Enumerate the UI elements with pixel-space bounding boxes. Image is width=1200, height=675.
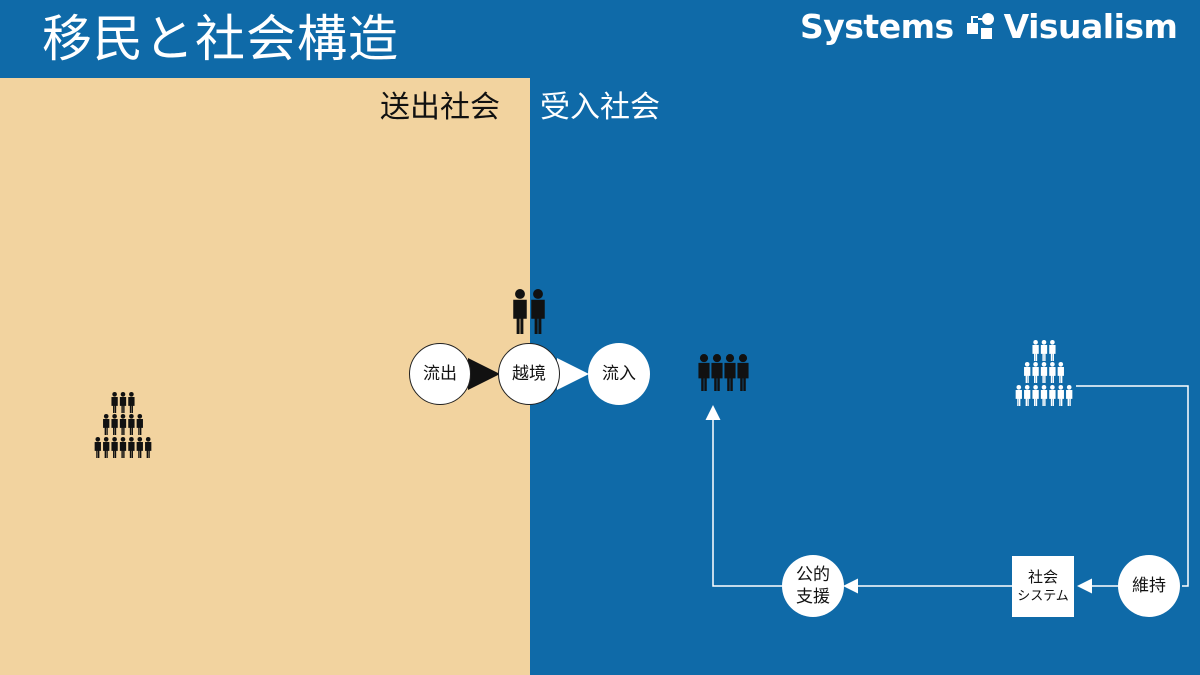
population-person [128,414,135,435]
population-person [119,392,127,413]
node-public-support-line2: 支援 [796,587,830,607]
migrant-person [711,354,723,391]
feedback-pyramid-to-maintenance [1076,385,1189,587]
population-person [94,437,101,458]
node-outflow: 流出 [409,343,471,405]
population-person [128,392,135,413]
sending-society-label: 送出社会 [380,90,500,125]
population-person [1049,362,1056,383]
brand-text-right: Visualism [1003,6,1178,46]
node-maintenance: 維持 [1118,555,1180,617]
population-person [1024,385,1031,406]
migrant-person [513,289,527,334]
node-inflow-label: 流入 [602,364,636,384]
population-person [1032,340,1039,361]
receiving-society-label: 受入社会 [540,90,660,125]
page-title: 移民と社会構造 [42,10,399,68]
node-crossing-label: 越境 [512,364,546,384]
node-inflow: 流入 [588,343,650,405]
population-person [1024,362,1031,383]
population-person [119,437,127,458]
migrant-person [737,354,749,391]
brand-text-left: Systems [800,6,954,46]
migrant-person [724,354,736,391]
population-person [1057,385,1064,406]
population-person [111,392,118,413]
population-person [145,437,152,458]
population-person [1032,385,1039,406]
population-person [1049,340,1056,361]
population-person [136,437,143,458]
migrant-person [531,289,545,334]
node-crossing: 越境 [498,343,560,405]
population-person [136,414,143,435]
population-person [1040,340,1048,361]
node-social-system: 社会 システム [1012,556,1074,617]
node-public-support-line1: 公的 [796,565,830,585]
arrow-public-support-to-migrants [705,405,782,587]
brand-logo: Systems Visualism [800,6,1178,46]
population-person [103,414,110,435]
population-person [1032,362,1039,383]
migrant-person [698,354,710,391]
population-person [128,437,135,458]
population-person [1066,385,1073,406]
node-social-system-line1: 社会 [1027,567,1058,586]
population-person [111,437,118,458]
header-bar: 移民と社会構造 Systems Visualism [0,0,1200,78]
population-person [111,414,118,435]
population-person [103,437,110,458]
node-social-system-line2: システム [1017,588,1069,604]
receiving-population-pyramid-icon [1015,340,1073,406]
migrant-group-icon [698,354,749,391]
node-maintenance-label: 維持 [1132,576,1166,596]
node-outflow-label: 流出 [423,364,457,384]
sending-population-pyramid-icon [94,392,152,458]
population-person [1057,362,1064,383]
population-person [1040,385,1048,406]
population-person [119,414,127,435]
population-person [1049,385,1056,406]
population-person [1015,385,1022,406]
logo-icon [966,13,994,39]
population-person [1040,362,1048,383]
migrant-pair-icon [513,289,545,334]
node-public-support: 公的 支援 [782,555,844,617]
